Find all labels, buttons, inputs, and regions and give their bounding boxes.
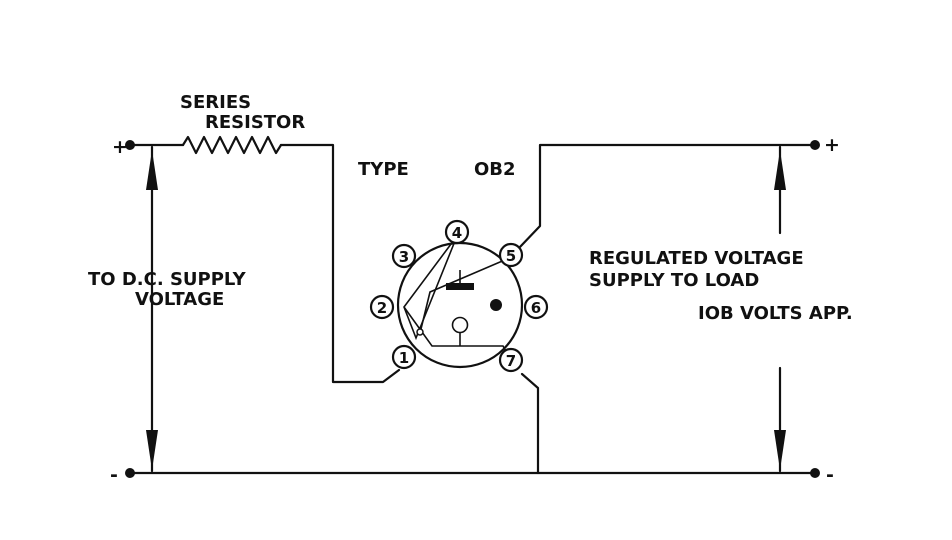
type-label: TYPE [358, 159, 409, 180]
dc-voltage-label: VOLTAGE [135, 289, 224, 310]
pin-1: 1 [391, 344, 417, 370]
pin-2: 2 [369, 294, 395, 320]
junction-dot [416, 328, 424, 336]
right-plus-sign: + [824, 134, 840, 156]
pin-5-label: 5 [506, 247, 516, 265]
volts-label: IOB VOLTS APP. [698, 303, 853, 324]
pin-3: 3 [391, 243, 417, 269]
resistor-label: RESISTOR [205, 112, 305, 133]
output-arrow-up [774, 150, 786, 190]
series-resistor [181, 135, 283, 155]
pin-1-label: 1 [399, 349, 409, 367]
output-positive-wire [517, 143, 817, 250]
pin-7-label: 7 [506, 352, 516, 370]
tube-type-label: OB2 [474, 159, 516, 180]
left-minus-sign: - [110, 464, 118, 486]
dc-supply-arrow-down [146, 430, 158, 470]
left-plus-sign: + [112, 136, 128, 158]
supply-to-load-label: SUPPLY TO LOAD [589, 270, 759, 291]
pin-6-label: 6 [531, 299, 541, 317]
pin-3-label: 3 [399, 248, 409, 266]
series-label: SERIES [180, 92, 251, 113]
pin-5: 5 [498, 242, 524, 268]
dc-supply-label: TO D.C. SUPPLY [88, 269, 247, 290]
pin7-to-negative-wire [520, 372, 540, 475]
pin-7: 7 [498, 347, 524, 373]
pin-6: 6 [523, 294, 549, 320]
anode-plate [446, 283, 474, 290]
tube-electrode-dot [490, 299, 502, 311]
regulated-voltage-label: REGULATED VOLTAGE [589, 248, 804, 269]
pin-2-label: 2 [377, 299, 387, 317]
output-arrow-down [774, 430, 786, 470]
pin-4-label: 4 [452, 224, 462, 242]
tube-internal-triangle [403, 235, 458, 341]
cathode-ring [451, 316, 469, 334]
dc-supply-arrow-up [146, 150, 158, 190]
right-minus-sign: - [826, 464, 834, 486]
pin-4: 4 [444, 219, 470, 245]
resistor-to-pin1-wire [279, 143, 401, 384]
